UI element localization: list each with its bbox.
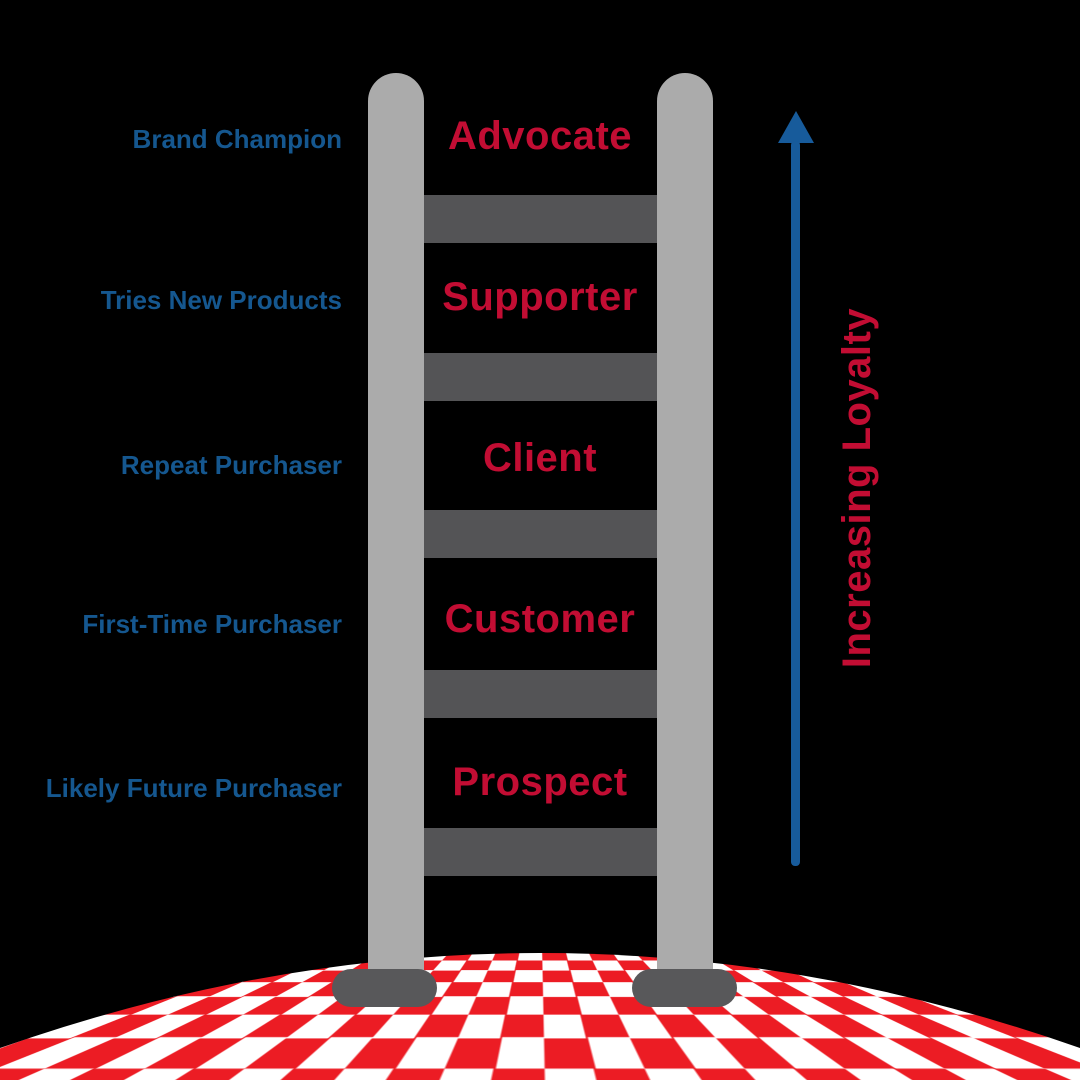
stage-prospect: Prospect [452,762,627,802]
ladder-right-rail [657,73,713,990]
checkerboard-pattern [0,945,1080,1080]
stage-supporter: Supporter [442,277,638,317]
ladder-right-foot [632,969,737,1007]
stage-client: Client [483,438,597,478]
ladder-rung-4 [424,670,657,718]
ladder-rung-2 [424,353,657,401]
descriptor-brand-champion: Brand Champion [133,126,342,152]
up-arrow-icon [778,111,814,143]
descriptor-likely-future-purchaser: Likely Future Purchaser [46,775,342,801]
increasing-loyalty-label: Increasing Loyalty [837,308,877,668]
ladder-left-foot [332,969,437,1007]
stage-customer: Customer [445,599,636,639]
ladder-rung-5 [424,828,657,876]
descriptor-tries-new-products: Tries New Products [101,287,342,313]
descriptor-first-time-purchaser: First-Time Purchaser [82,611,342,637]
ladder-rung-3 [424,510,657,558]
descriptor-repeat-purchaser: Repeat Purchaser [121,452,342,478]
ladder-rung-1 [424,195,657,243]
ladder-left-rail [368,73,424,990]
stage-advocate: Advocate [448,116,632,156]
up-arrow-shaft [791,141,800,866]
